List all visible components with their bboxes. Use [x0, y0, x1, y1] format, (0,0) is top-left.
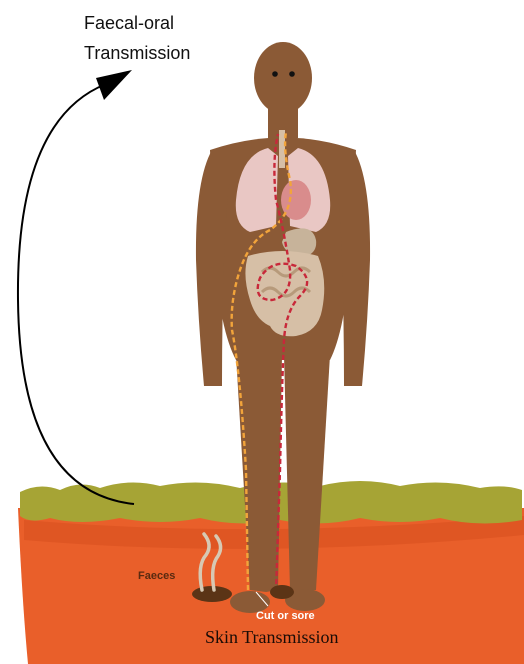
cut-or-sore-label: Cut or sore: [256, 610, 315, 622]
faeces-pile-right: [270, 585, 294, 599]
head: [254, 42, 312, 114]
arrowhead-icon: [96, 70, 132, 100]
skin-transmission-label: Skin Transmission: [205, 627, 339, 648]
right-eye: [289, 71, 295, 77]
faecal-oral-arrow: [18, 84, 134, 504]
faecal-oral-label: Faecal-oral Transmission: [84, 8, 244, 68]
faecal-oral-label-line1: Faecal-oral: [84, 8, 244, 38]
faecal-oral-label-line2: Transmission: [84, 38, 244, 68]
faeces-label: Faeces: [138, 570, 175, 582]
left-eye: [272, 71, 278, 77]
